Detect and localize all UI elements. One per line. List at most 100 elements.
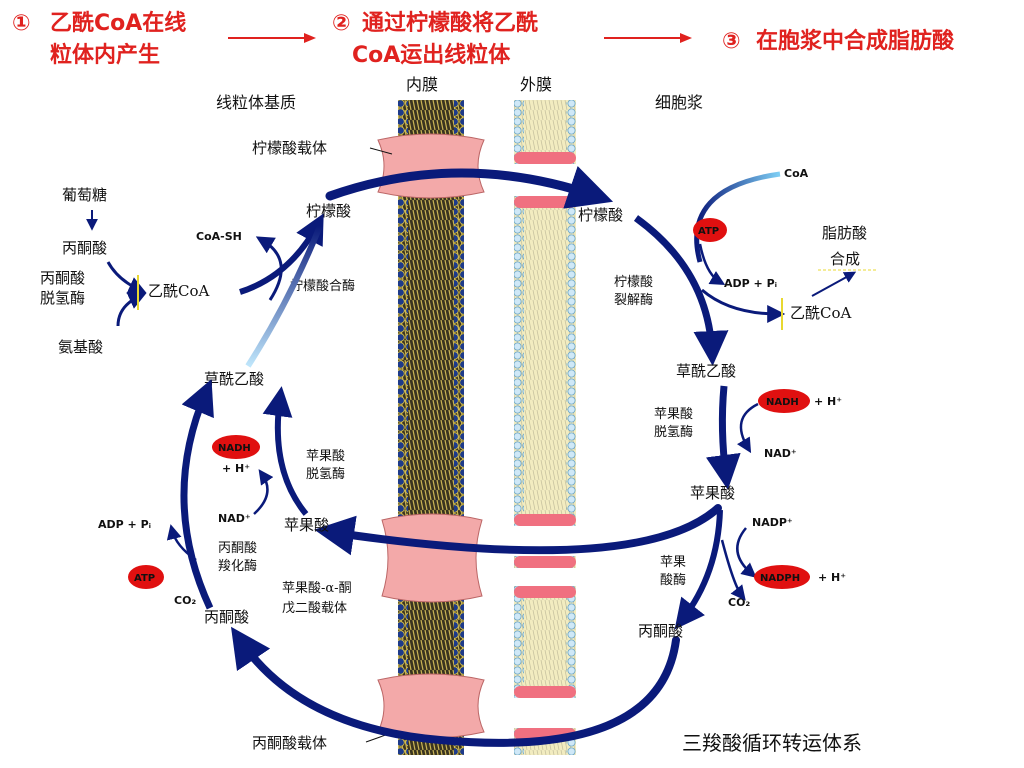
nadp-to-nadph-arrow (736, 527, 757, 578)
fatty-acid-label-2: 合成 (830, 250, 860, 268)
co2-release-arrow (720, 539, 746, 601)
pyruvate-to-oxaloacetate-arrow (180, 379, 214, 610)
outer-pore-band (514, 556, 576, 568)
pyruvate-carrier-label: 丙酮酸载体 (252, 734, 327, 752)
nadp-label: NADP⁺ (752, 516, 793, 529)
pc-label-2: 羧化酶 (218, 558, 257, 574)
nadph-text: NADPH (760, 573, 800, 584)
atp-matrix-text: ATP (134, 573, 155, 584)
outer-pore-band (514, 686, 576, 698)
citrate-matrix-label: 柠檬酸 (306, 202, 351, 220)
citrate-carrier (377, 133, 485, 199)
step-3-line1: 在胞浆中合成脂肪酸 (756, 28, 955, 54)
step-1: ① 乙酰CoA在线 粒体内产生 (12, 10, 186, 68)
outer-pore-band (514, 196, 576, 208)
step-arrow-1-head (304, 33, 316, 43)
step-2-line1: 通过柠檬酸将乙酰 (362, 10, 538, 36)
nadh-cyto-text: NADH (766, 397, 799, 408)
pdh-label-1: 丙酮酸 (40, 269, 85, 287)
malate-cyto-label: 苹果酸 (690, 484, 735, 502)
acetylcoa-to-citrate-arrow (239, 213, 324, 295)
malate-import-arrow (314, 504, 722, 556)
coa-cyto-label: CoA (784, 167, 809, 180)
inner-membrane (398, 100, 464, 755)
coa-sh-label: CoA-SH (196, 230, 242, 243)
citrate-to-acetylcoa-arrow (701, 288, 786, 323)
pc-label-1: 丙酮酸 (218, 541, 257, 556)
pyruvate-bottom-matrix-label: 丙酮酸 (204, 608, 249, 626)
adp-pi-matrix-label: ADP + Pᵢ (98, 518, 151, 531)
citrate-cyto-label: 柠檬酸 (578, 206, 623, 224)
fatty-acid-label-1: 脂肪酸 (822, 224, 867, 242)
outer-membrane (512, 100, 578, 755)
step-2-line2: CoA运出线粒体 (352, 42, 511, 68)
aminoacid-to-acetylcoa-arrow (116, 292, 147, 327)
step-2: ② 通过柠檬酸将乙酰 CoA运出线粒体 (332, 10, 538, 68)
step-arrow-2-head (680, 33, 692, 43)
malate-matrix-label: 苹果酸 (284, 516, 329, 534)
adp-pi-cyto-label: ADP + Pᵢ (724, 277, 777, 290)
acetyl-coa-cyto-label: 乙酰CoA (790, 304, 852, 322)
malate-carrier-label-1: 苹果酸-α-酮 (282, 581, 352, 596)
nad-matrix-label: NAD⁺ (218, 512, 251, 525)
pdh-label-2: 脱氢酶 (40, 289, 85, 307)
coa-input-arrow (694, 171, 781, 263)
citrate-carrier-leader (369, 147, 393, 155)
pyruvate-import-arrow (230, 626, 680, 747)
cytoplasm-label: 细胞浆 (655, 93, 703, 112)
citrate-export-arrow (325, 166, 614, 209)
pyruvate-cyto-label: 丙酮酸 (638, 622, 683, 640)
lyase-label-2: 裂解酶 (614, 292, 653, 308)
pyruvate-carrier (377, 673, 485, 739)
outer-pore-band (514, 514, 576, 526)
outer-pore-band (514, 152, 576, 164)
co2-matrix-label: CO₂ (174, 594, 196, 607)
amino-acid-label: 氨基酸 (58, 338, 103, 356)
step-2-num: ② (332, 11, 351, 36)
malate-to-pyruvate-arrow (674, 509, 723, 630)
step-3-num: ③ (722, 29, 741, 54)
matrix-label: 线粒体基质 (216, 93, 296, 112)
malate-carrier-label-2: 戊二酸载体 (282, 601, 347, 616)
acetylcoa-to-fattyacid-arrow (811, 271, 857, 297)
atp-cyto-arrow (698, 243, 726, 285)
mdh-cyto-label-2: 脱氢酶 (654, 424, 693, 440)
step-1-num: ① (12, 11, 31, 36)
oxaloacetate-to-malate-arrow (705, 385, 741, 490)
nadh-to-nad-arrow (736, 402, 759, 454)
citrate-carrier-label: 柠檬酸载体 (252, 139, 327, 157)
atp-cyto-badge (693, 218, 727, 242)
h-plus-matrix-label: + H⁺ (222, 462, 250, 475)
mdh-matrix-label-1: 苹果酸 (306, 449, 345, 464)
coa-sh-release-arrow (255, 236, 283, 301)
lyase-label-1: 柠檬酸 (614, 275, 653, 290)
h-plus-cyto-label: + H⁺ (814, 395, 842, 408)
glucose-label: 葡萄糖 (62, 186, 107, 204)
nad-to-nadh-arrow (253, 469, 274, 515)
pyruvate-top-label: 丙酮酸 (62, 239, 107, 257)
me-label-1: 苹果 (660, 555, 686, 570)
step-1-line2: 粒体内产生 (50, 42, 160, 68)
oxaloacetate-cyto-label: 草酰乙酸 (676, 362, 736, 380)
nadh-matrix-badge (212, 435, 260, 459)
malate-akg-carrier (381, 513, 483, 603)
nad-cyto-label: NAD⁺ (764, 447, 797, 460)
step-3: ③ 在胞浆中合成脂肪酸 (722, 28, 955, 54)
citrate-synthase-label: 柠檬酸合酶 (290, 278, 355, 294)
malate-to-oxaloacetate-arrow (262, 386, 309, 516)
oxaloacetate-matrix-label: 草酰乙酸 (204, 370, 264, 388)
nadh-matrix-text: NADH (218, 443, 251, 454)
atp-to-adp-arrow (166, 524, 197, 562)
atp-cyto-text: ATP (698, 226, 719, 237)
step-1-line1: 乙酰CoA在线 (50, 10, 186, 36)
outer-pore-band (514, 586, 576, 598)
inner-membrane-label: 内膜 (406, 75, 438, 94)
citrate-to-oxaloacetate-arrow (633, 215, 729, 366)
pyruvate-to-acetylcoa-arrow (106, 261, 147, 294)
h-plus2-cyto-label: + H⁺ (818, 571, 846, 584)
mdh-cyto-label-1: 苹果酸 (654, 407, 693, 422)
atp-matrix-badge (128, 565, 164, 589)
me-label-2: 酸酶 (660, 572, 686, 588)
co2-cyto-label: CO₂ (728, 596, 750, 609)
